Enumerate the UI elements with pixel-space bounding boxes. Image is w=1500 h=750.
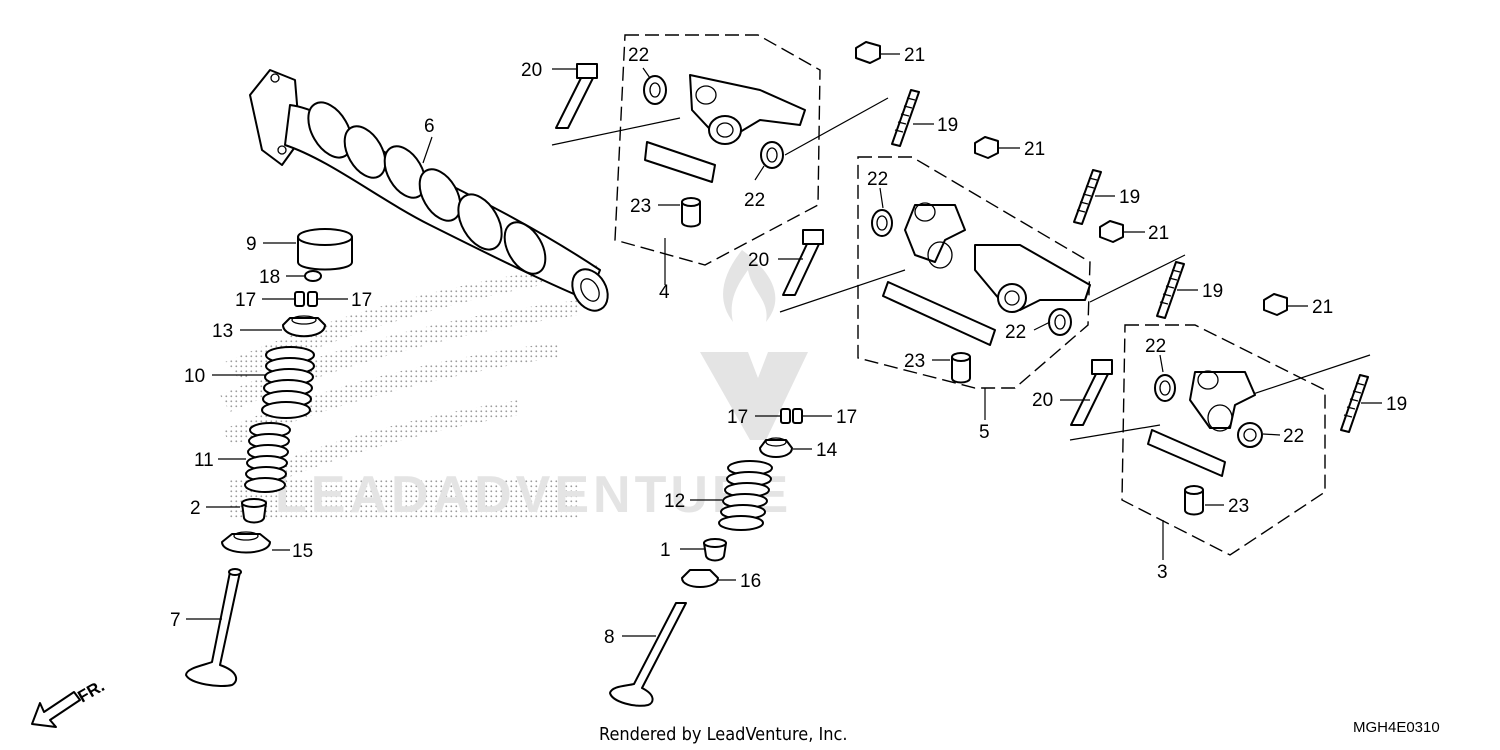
callout-8: 8 — [604, 627, 615, 648]
callout-22: 22 — [1005, 322, 1026, 343]
outer-spring-10 — [261, 346, 315, 419]
callout-22: 22 — [1145, 336, 1166, 357]
callout-13: 13 — [212, 321, 233, 342]
front-direction-label: FR. — [75, 676, 108, 706]
bolt-20-a — [555, 63, 598, 129]
callout-17: 17 — [235, 290, 256, 311]
stem-seal-2 — [241, 498, 267, 524]
nut-21-c — [1099, 220, 1124, 243]
callout-4: 4 — [659, 282, 670, 303]
callout-23: 23 — [904, 351, 925, 372]
callout-20: 20 — [1032, 390, 1053, 411]
callout-19: 19 — [937, 115, 958, 136]
retainer-14 — [759, 437, 793, 458]
valve-lifter-9 — [297, 228, 353, 271]
callout-20: 20 — [521, 60, 542, 81]
callout-7: 7 — [170, 610, 181, 631]
callout-22: 22 — [628, 45, 649, 66]
callout-5: 5 — [979, 422, 990, 443]
valve-7 — [185, 568, 242, 687]
callout-14: 14 — [816, 440, 838, 461]
callout-labels: 1 2 3 4 5 6 7 8 9 10 11 12 13 14 15 16 1… — [170, 45, 1407, 648]
callout-23: 23 — [1228, 496, 1249, 517]
callout-21: 21 — [1312, 297, 1333, 318]
callout-11: 11 — [194, 450, 214, 471]
stud-19-a — [891, 89, 920, 147]
stud-19-c — [1156, 261, 1185, 319]
stud-19-d — [1340, 374, 1369, 433]
rocker-assembly-4 — [551, 34, 889, 285]
callout-17: 17 — [836, 407, 857, 428]
bolt-20-c — [1070, 359, 1113, 426]
leadventure-logo-watermark — [700, 250, 808, 440]
bolt-20-b — [782, 229, 824, 296]
callout-17: 17 — [351, 290, 372, 311]
callout-19: 19 — [1119, 187, 1140, 208]
callout-15: 15 — [292, 541, 313, 562]
callout-22: 22 — [1283, 426, 1304, 447]
callout-21: 21 — [1148, 223, 1169, 244]
callout-6: 6 — [424, 116, 435, 137]
nut-21-a — [855, 41, 881, 64]
spring-seat-16 — [681, 569, 719, 588]
callout-2: 2 — [190, 498, 201, 519]
callout-19: 19 — [1202, 281, 1223, 302]
callout-3: 3 — [1157, 562, 1168, 583]
callout-9: 9 — [246, 234, 257, 255]
spring-seat-15 — [221, 531, 271, 554]
callout-18: 18 — [259, 267, 280, 288]
leader-lines — [186, 53, 1382, 637]
callout-22: 22 — [744, 190, 765, 211]
callout-16: 16 — [740, 571, 761, 592]
callout-19: 19 — [1386, 394, 1407, 415]
footer-attribution: Rendered by LeadVenture, Inc. — [599, 724, 848, 745]
cotter-17-left — [294, 291, 318, 307]
camshaft — [249, 69, 609, 312]
spring-12 — [718, 460, 773, 531]
cotter-17-center — [780, 408, 803, 424]
callout-17: 17 — [727, 407, 748, 428]
honda-wing-watermark — [220, 262, 600, 518]
nut-21-b — [974, 136, 999, 159]
stem-seal-1 — [703, 538, 727, 562]
callout-21: 21 — [904, 45, 925, 66]
callout-20: 20 — [748, 250, 769, 271]
retainer-13 — [282, 315, 326, 338]
callout-1: 1 — [660, 540, 671, 561]
callout-23: 23 — [630, 196, 651, 217]
nut-21-d — [1263, 293, 1288, 316]
diagram-code: MGH4E0310 — [1353, 719, 1440, 736]
front-direction-arrow-icon — [31, 691, 81, 728]
rocker-assembly-3 — [1069, 324, 1371, 560]
watermark-text: LEADADVENTURE — [275, 466, 792, 524]
callout-21: 21 — [1024, 139, 1045, 160]
stud-19-b — [1073, 169, 1102, 225]
rocker-assembly-5 — [779, 156, 1186, 420]
valve-8 — [609, 602, 687, 707]
callout-10: 10 — [184, 366, 205, 387]
callout-22: 22 — [867, 169, 888, 190]
inner-spring-11 — [244, 422, 291, 493]
shim-18 — [304, 270, 322, 282]
callout-12: 12 — [664, 491, 685, 512]
